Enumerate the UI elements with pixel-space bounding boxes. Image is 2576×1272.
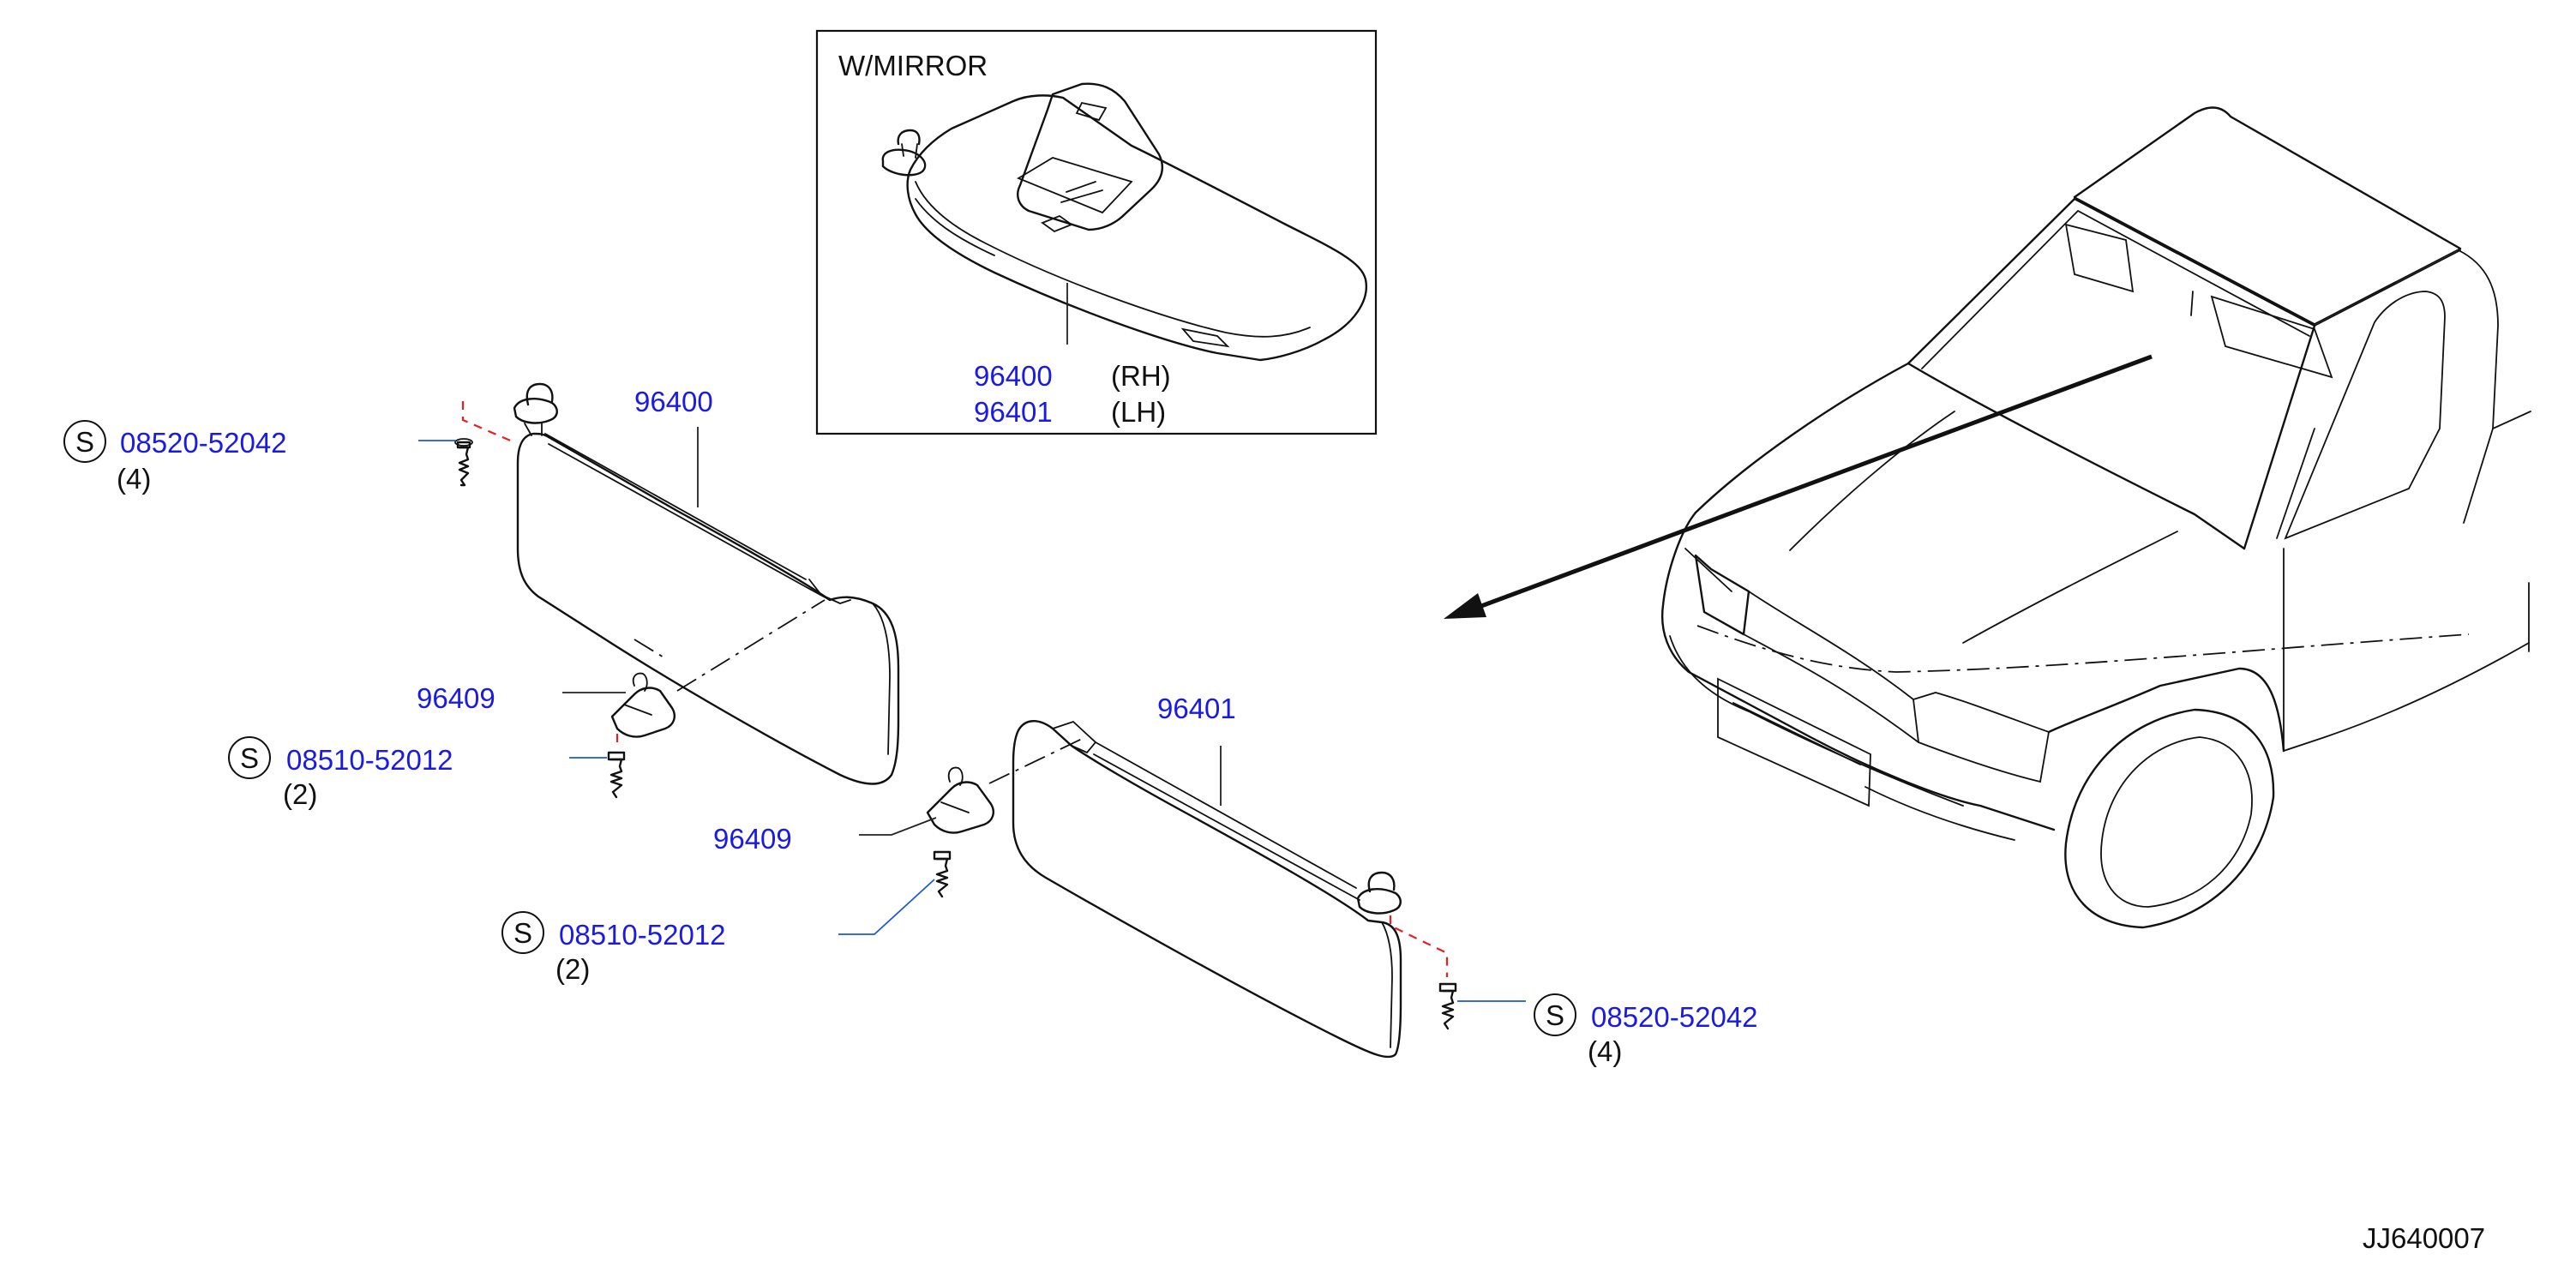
inset-frame	[815, 29, 1378, 435]
screw-mid-left	[607, 734, 626, 799]
screw-lower-mid-symbol: S	[513, 917, 532, 949]
inset-title: W/MIRROR	[838, 50, 988, 81]
screw-lower-mid	[933, 850, 952, 898]
screw-mid-left-symbol: S	[240, 742, 259, 774]
screw-right-part: 08520-52042	[1591, 1001, 1758, 1033]
vehicle-hidden-line	[1696, 625, 2470, 673]
sun-visor-lh	[1012, 720, 1402, 1059]
inset-rh-suffix: (RH)	[1111, 360, 1171, 392]
screw-mid-left-qty: (2)	[283, 778, 317, 810]
screw-lower-mid-leader	[838, 879, 935, 935]
sun-visor-rh	[513, 382, 900, 785]
holder-lower-leader	[859, 817, 937, 836]
screw-top-left-symbol: S	[75, 426, 94, 458]
screw-top-left	[454, 401, 515, 487]
screw-mid-left-part: 08510-52012	[286, 744, 453, 776]
inset-lh-suffix: (LH)	[1111, 396, 1166, 428]
screw-lower-mid-part: 08510-52012	[559, 919, 726, 951]
screw-right-qty: (4)	[1588, 1035, 1622, 1067]
diagram-code: JJ640007	[2363, 1222, 2485, 1254]
holder-lower-callout: 96409	[713, 823, 792, 855]
visor-holder-lower	[926, 766, 994, 834]
chain-upper-b	[676, 599, 826, 692]
screw-mid-left-symbol-circle	[228, 736, 271, 779]
vehicle-illustration	[1661, 106, 2531, 929]
visor-lh-callout: 96401	[1157, 693, 1236, 724]
screw-right-symbol: S	[1546, 999, 1564, 1031]
screw-right-red-guide	[1389, 915, 1449, 977]
chain-upper-a	[633, 639, 666, 659]
inset-lh-number: 96401	[974, 396, 1053, 428]
visor-holder-upper	[610, 672, 676, 738]
chain-lower	[988, 738, 1083, 784]
screw-right	[1389, 915, 1457, 1030]
holder-upper-callout: 96409	[417, 682, 495, 714]
visor-rh-callout: 96400	[634, 386, 713, 417]
screw-lower-mid-qty: (2)	[555, 953, 590, 985]
location-arrow	[1444, 354, 2153, 619]
inset-rh-number: 96400	[974, 360, 1053, 392]
screw-top-left-part: 08520-52042	[120, 427, 287, 459]
mirror-visor-illustration	[881, 82, 1368, 362]
screw-top-left-symbol-circle	[63, 420, 106, 463]
screw-right-symbol-circle	[1534, 993, 1576, 1036]
screw-top-left-red-guide	[461, 401, 515, 444]
screw-lower-mid-symbol-circle	[501, 911, 544, 954]
inset-mirror-visor: W/MIRROR 96400 (RH) 96401 (LH)	[815, 29, 1378, 435]
screw-top-left-qty: (4)	[117, 463, 151, 495]
